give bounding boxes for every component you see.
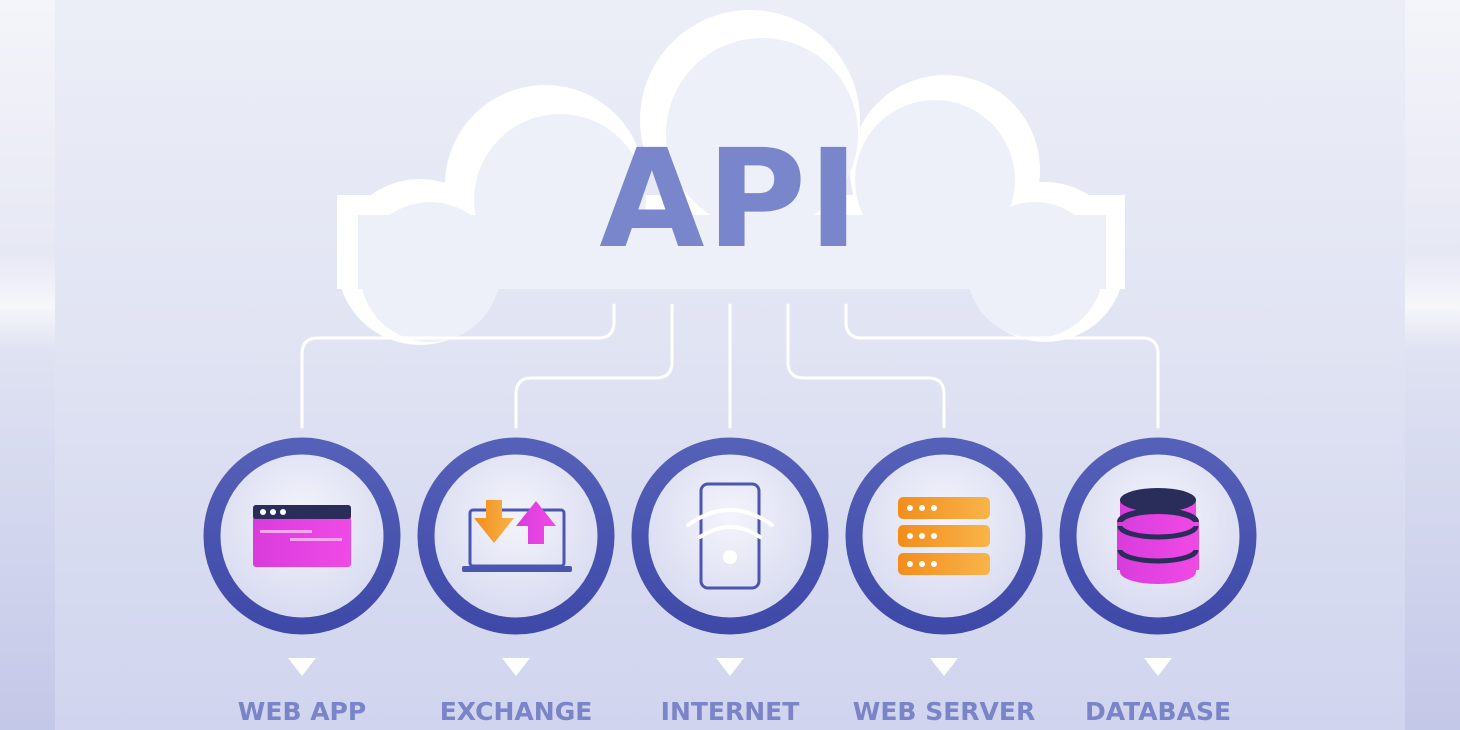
- api-title: API: [599, 121, 861, 279]
- node-internet: [631, 437, 829, 676]
- down-arrow-marker: [502, 658, 530, 676]
- node-label-internet: INTERNET: [660, 697, 800, 726]
- node-label-web-app: WEB APP: [237, 697, 367, 726]
- connector-lines: [300, 303, 1160, 429]
- down-arrow-marker: [1144, 658, 1172, 676]
- down-arrow-marker: [716, 658, 744, 676]
- node-label-web-server: WEB SERVER: [852, 697, 1036, 726]
- server-rack-icon: [898, 497, 990, 575]
- laptop-exchange-icon: [462, 500, 572, 572]
- node-web-app: [203, 437, 401, 676]
- down-arrow-marker: [288, 658, 316, 676]
- node-database: [1059, 437, 1257, 676]
- connector-database: [844, 303, 1160, 429]
- down-arrow-marker: [930, 658, 958, 676]
- browser-window-icon: [253, 505, 351, 567]
- right-side-panel: [1405, 0, 1460, 730]
- left-side-panel: [0, 0, 55, 730]
- node-label-database: DATABASE: [1084, 697, 1232, 726]
- wifi-phone-icon: [686, 482, 774, 590]
- node-web-server: [845, 437, 1043, 676]
- node-exchange: [417, 437, 615, 676]
- connector-web-app: [300, 303, 616, 429]
- api-cloud: [337, 10, 1125, 345]
- database-icon: [1117, 488, 1199, 584]
- connector-web-server: [786, 303, 946, 429]
- connector-exchange: [514, 303, 674, 429]
- node-label-exchange: EXCHANGE: [439, 697, 593, 726]
